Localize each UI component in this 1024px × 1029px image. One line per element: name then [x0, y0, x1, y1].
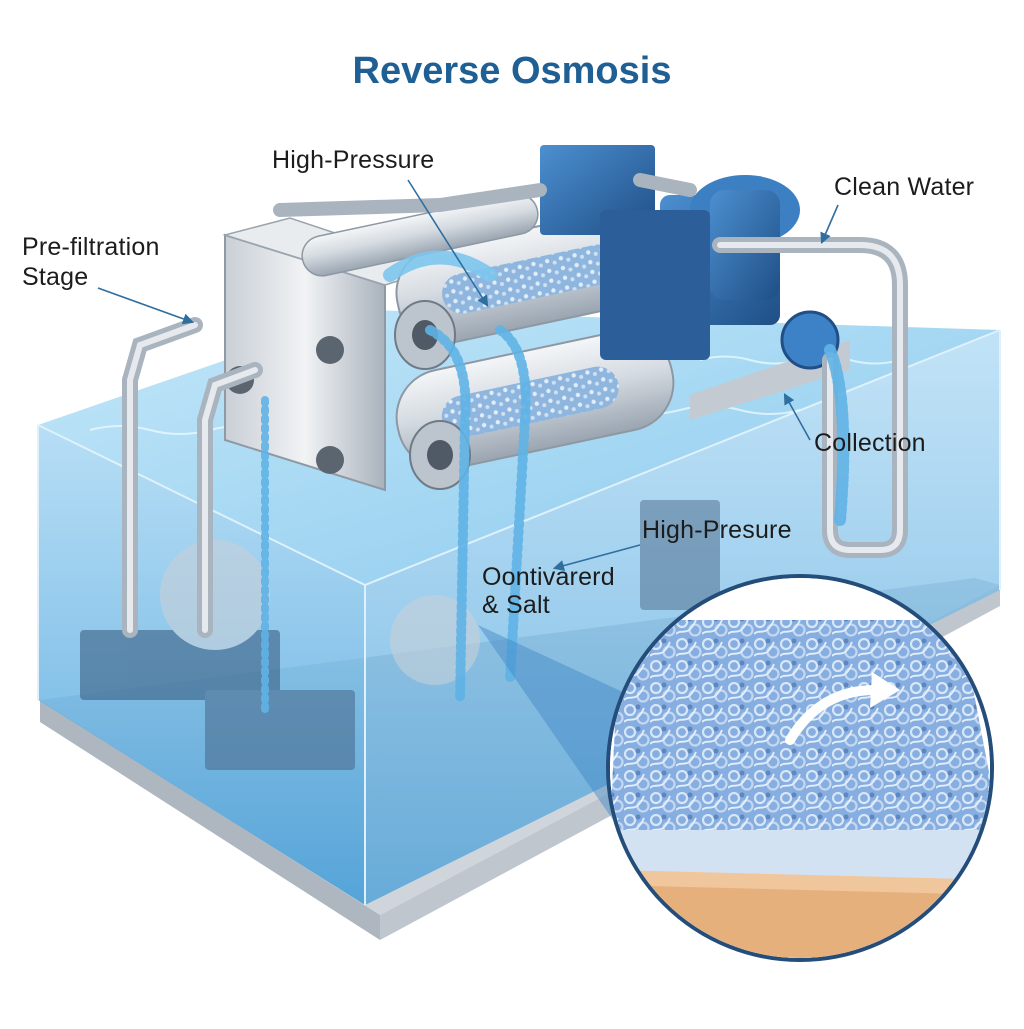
- label-pre-filtration-line1: Pre-filtration: [22, 233, 160, 261]
- label-concentrated-line1: Oontivarerd: [482, 563, 615, 591]
- water-streams: [261, 250, 850, 714]
- label-pre-filtration-line2: Stage: [22, 263, 89, 291]
- label-high-presure-mid: High-Presure: [642, 516, 792, 544]
- label-high-pressure-top: High-Pressure: [272, 146, 435, 174]
- flow-arrow-icon: [785, 685, 880, 745]
- zoom-connector: [478, 625, 640, 830]
- diagram-title: Reverse Osmosis: [352, 50, 672, 92]
- flow-arrowhead-icon: [870, 672, 900, 708]
- label-collection: Collection: [814, 429, 926, 457]
- pipes: [122, 173, 908, 638]
- label-concentrated-line2: & Salt: [482, 591, 550, 619]
- label-clean-water: Clean Water: [834, 173, 975, 201]
- high-pressure-pump: [540, 145, 850, 420]
- leader-lines: [97, 179, 839, 572]
- membrane-zoom-inset: [606, 574, 994, 962]
